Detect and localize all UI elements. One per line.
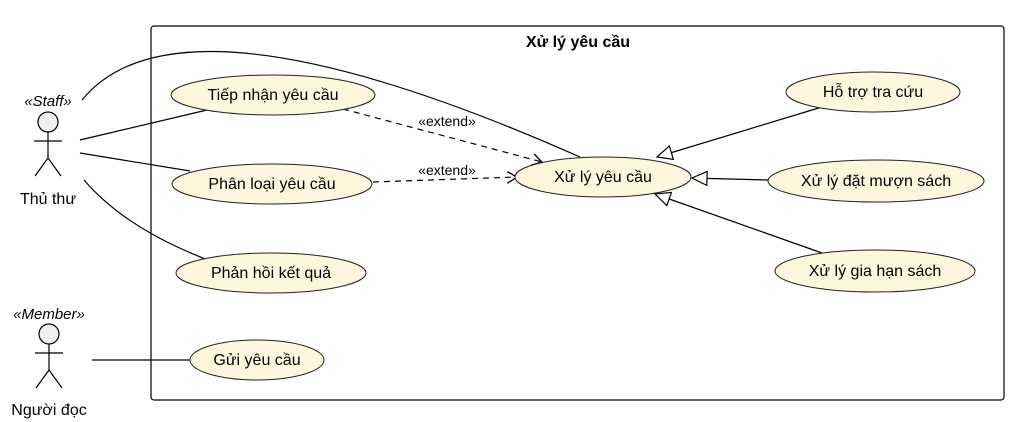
actor-member-head [38,323,60,345]
extend-phan-loai-to-xu-ly [372,177,517,182]
actor-member-name: Người đọc [11,402,86,419]
use-case-gia-han-label: Xử lý gia hạn sách [809,263,942,280]
use-case-xu-ly-label: Xử lý yêu cầu [554,169,652,186]
use-case-gui-label: Gửi yêu cầu [213,352,300,369]
actor-staff[interactable]: «Staff» Thủ thư [20,93,76,208]
association-staff-tiep-nhan [79,109,208,141]
use-case-phan-loai-label: Phân loại yêu cầu [208,176,335,193]
use-case-phan-hoi-label: Phản hồi kết quả [211,265,331,282]
use-case-tiep-nhan[interactable]: Tiếp nhận yêu cầu [170,74,376,116]
extend-tiep-nhan-to-xu-ly [342,108,542,162]
extend-label-2: «extend» [418,162,476,178]
association-staff-xu-ly [81,50,581,158]
actor-staff-name: Thủ thư [20,191,76,208]
use-case-ho-tro[interactable]: Hỗ trợ tra cứu [785,71,961,113]
use-case-ho-tro-label: Hỗ trợ tra cứu [823,82,923,101]
use-case-dat-muon[interactable]: Xử lý đặt mượn sách [767,159,985,203]
system-boundary [150,25,1005,401]
actor-staff-head [37,111,59,133]
use-case-dat-muon-label: Xử lý đặt mượn sách [801,173,951,190]
actor-member[interactable]: «Member» Người đọc [11,306,86,419]
use-case-gia-han[interactable]: Xử lý gia hạn sách [774,249,976,293]
use-case-tiep-nhan-label: Tiếp nhận yêu cầu [207,87,338,104]
extend-label-1: «extend» [418,113,476,129]
generalization-ho-tro [655,106,823,161]
association-staff-phan-loai [79,152,191,172]
use-case-gui[interactable]: Gửi yêu cầu [189,339,325,381]
use-case-phan-loai[interactable]: Phân loại yêu cầu [171,163,373,205]
actor-staff-stereotype: «Staff» [24,93,72,110]
actor-member-stereotype: «Member» [13,306,85,323]
use-case-phan-hoi[interactable]: Phản hồi kết quả [175,252,367,294]
system-title: Xử lý yêu cầu [526,34,630,51]
association-staff-phan-hoi [83,179,209,261]
generalization-gia-han [653,191,823,254]
generalization-dat-muon [690,170,769,187]
use-case-xu-ly[interactable]: Xử lý yêu cầu [514,156,692,198]
